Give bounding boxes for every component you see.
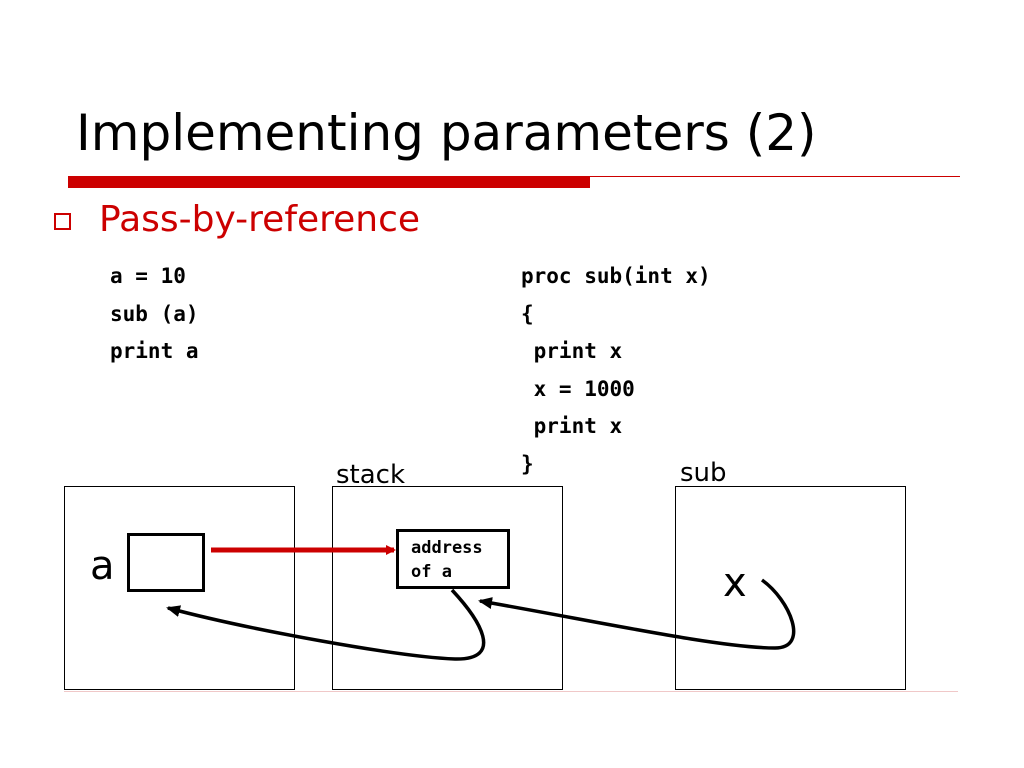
stack-label: stack xyxy=(336,460,406,490)
sub-code-block: proc sub(int x) { print x x = 1000 print… xyxy=(521,258,711,483)
main-code-line: a = 10 xyxy=(110,264,186,288)
sub-frame-box xyxy=(675,486,906,690)
footer-divider xyxy=(64,691,958,692)
sub-code-line: { xyxy=(521,301,534,326)
main-frame-box xyxy=(64,486,295,690)
bullet-square-icon xyxy=(54,213,71,230)
parameter-x-label: x xyxy=(723,560,747,606)
bullet-text: Pass-by-reference xyxy=(99,199,421,240)
variable-a-box xyxy=(127,533,205,592)
main-code-line: print a xyxy=(110,339,199,363)
x-to-address-arrow xyxy=(478,578,796,650)
title-underline-thin xyxy=(590,176,960,177)
sub-code-line: print x xyxy=(521,339,623,363)
stack-frame-box xyxy=(332,486,563,690)
address-box-line: of a xyxy=(411,562,452,582)
title-underline-thick xyxy=(68,176,590,188)
main-code-block: a = 10 sub (a) print a xyxy=(110,258,199,371)
variable-a-label: a xyxy=(90,543,115,589)
address-box-line: address xyxy=(411,538,483,558)
deref-arrow-to-a xyxy=(166,588,486,661)
sub-label: sub xyxy=(680,458,727,488)
main-code-line: sub (a) xyxy=(110,301,199,326)
sub-code-line: proc sub(int x) xyxy=(521,264,711,288)
sub-code-line: print x xyxy=(521,414,623,438)
slide-title: Implementing parameters (2) xyxy=(76,104,817,162)
sub-code-line: x = 1000 xyxy=(521,376,635,401)
sub-code-line: } xyxy=(521,451,534,476)
address-of-a-box: address of a xyxy=(396,529,510,589)
